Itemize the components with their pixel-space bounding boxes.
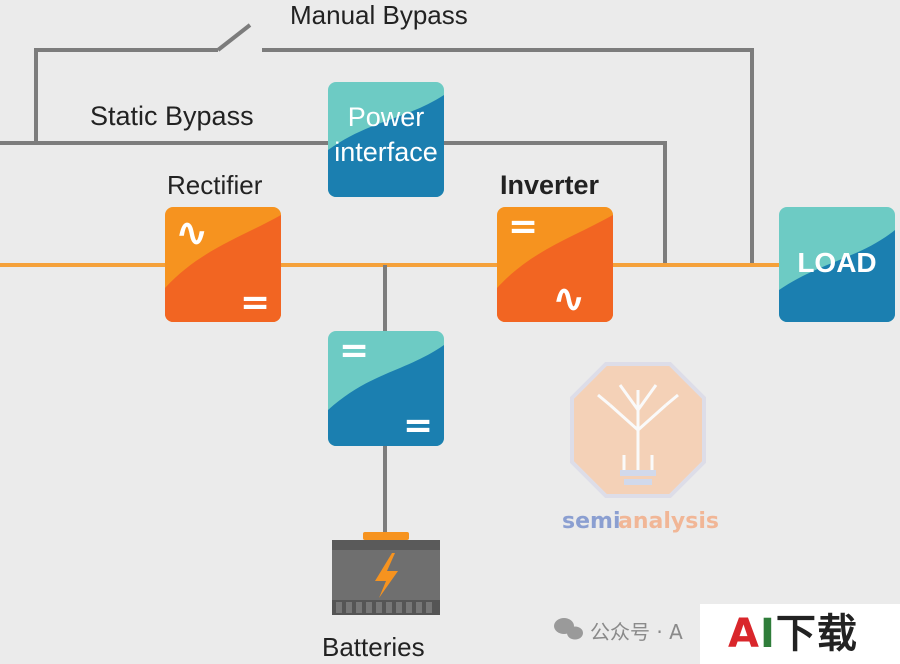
static-bypass-label: Static Bypass	[90, 101, 254, 131]
ac-symbol: ∿	[175, 210, 209, 256]
load-label: LOAD	[797, 247, 876, 278]
rectifier-block: ∿ =	[165, 207, 281, 323]
lightning-bolt-icon	[375, 553, 398, 598]
wechat-account-text: 公众号 · A	[590, 620, 683, 644]
dc-symbol: =	[240, 282, 270, 323]
manual-bypass-switch	[216, 23, 252, 52]
brand-letter-a: A	[728, 611, 760, 657]
inverter-label: Inverter	[500, 170, 600, 200]
static-bypass-line	[0, 141, 667, 265]
manual-bypass-line	[34, 48, 218, 143]
tree-circuit-icon	[597, 384, 679, 470]
dc-symbol: =	[403, 405, 433, 446]
wechat-icon	[554, 618, 583, 640]
dc-converter-block: = =	[328, 330, 444, 446]
battery-icon	[332, 532, 440, 615]
power-interface-block: Power interface	[328, 82, 444, 197]
dc-symbol: =	[339, 330, 369, 371]
brand-badge	[700, 604, 900, 664]
brand-suffix: 下载	[775, 611, 858, 657]
power-interface-line1: Power	[348, 102, 425, 132]
load-block: LOAD	[779, 207, 895, 322]
dc-symbol: =	[508, 206, 538, 247]
semianalysis-watermark: semi analysis	[562, 362, 719, 534]
rectifier-label: Rectifier	[167, 170, 263, 200]
manual-bypass-label: Manual Bypass	[290, 0, 468, 30]
inverter-block: = ∿	[497, 206, 613, 322]
brand-letter-i: I	[759, 611, 776, 657]
ac-symbol: ∿	[552, 276, 586, 322]
manual-bypass-line-right	[262, 48, 754, 265]
batteries-label: Batteries	[322, 632, 425, 662]
watermark-analysis: analysis	[618, 509, 719, 534]
watermark-semi: semi	[562, 509, 620, 534]
power-interface-line2: interface	[334, 137, 438, 167]
brand-logo-text: AI下载	[728, 610, 858, 658]
